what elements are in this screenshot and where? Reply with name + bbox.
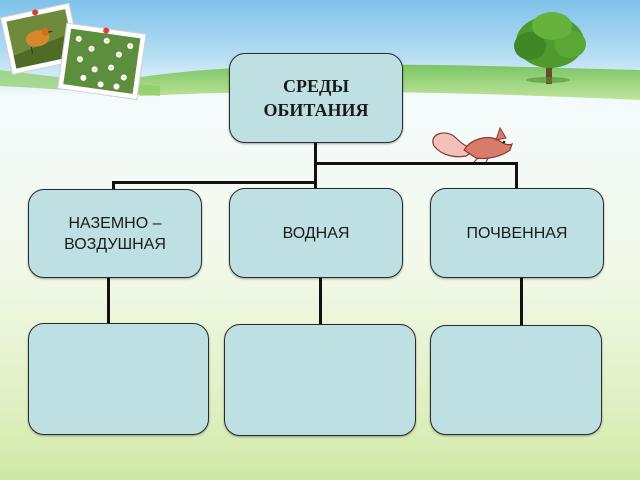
connector-nazemno-child (107, 276, 110, 324)
branch-node-label: ПОЧВЕННАЯ (466, 224, 568, 242)
bird-photo-icon (0, 2, 82, 76)
connector-to-nazemno (112, 181, 115, 190)
root-node-sredy-obitaniya: СРЕДЫ ОБИТАНИЯ (229, 53, 403, 143)
connector-to-pochvennaya (515, 162, 518, 188)
tree-icon (514, 12, 586, 84)
flower-meadow-photo-icon (57, 22, 147, 101)
branch-node-label: НАЗЕМНО – ВОЗДУШНАЯ (64, 214, 166, 253)
root-node-label: СРЕДЫ ОБИТАНИЯ (263, 76, 369, 120)
branch-node-label: ВОДНАЯ (282, 224, 350, 242)
connector-root-right (314, 162, 518, 165)
branch-node-vodnaya: ВОДНАЯ (229, 188, 403, 278)
branch-node-pochvennaya: ПОЧВЕННАЯ (430, 188, 604, 278)
child-node-pochvennaya-empty (430, 325, 602, 435)
branch-node-nazemno-vozdushnaya: НАЗЕМНО – ВОЗДУШНАЯ (28, 189, 202, 278)
child-node-vodnaya-empty (224, 324, 416, 436)
child-node-nazemno-empty (28, 323, 209, 435)
connector-to-vodnaya (314, 181, 317, 189)
squirrel-icon (432, 126, 514, 163)
connector-horizontal-left (112, 181, 317, 184)
connector-pochvennaya-child (520, 276, 523, 326)
connector-vodnaya-child (319, 276, 322, 325)
